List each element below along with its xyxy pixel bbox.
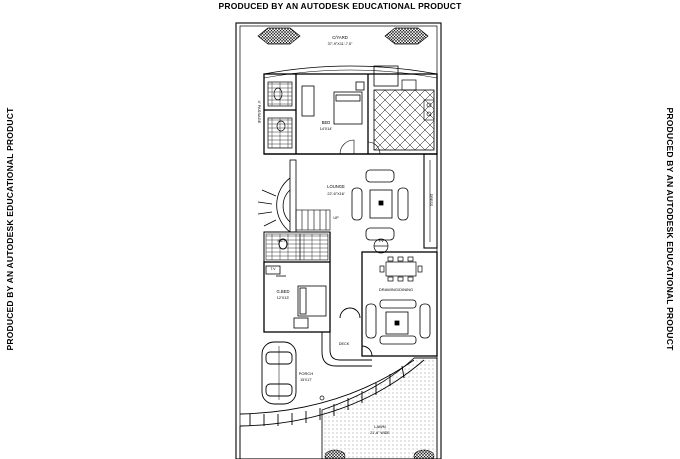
lounge-right-wall [423, 153, 438, 249]
kitchen-store [373, 65, 399, 87]
lawn [321, 357, 438, 459]
gbed-dim: 12'X13' [277, 296, 290, 300]
watermark-top: PRODUCED BY AN AUTODESK EDUCATIONAL PROD… [218, 1, 462, 11]
straight-stair [295, 209, 331, 231]
upper-bath [267, 81, 293, 149]
deck-curve [321, 307, 373, 367]
stove [423, 99, 435, 121]
porch-dim: 15'X17' [300, 378, 312, 382]
deck-label: DECK [339, 342, 350, 346]
dress-label: DRESS [429, 194, 433, 207]
porch-label: PORCH [299, 371, 314, 376]
tv-label-lounge: T.V [378, 239, 384, 243]
cyard-dim: 37'-9"X11'-7.5" [328, 42, 353, 46]
upper-doors [339, 139, 381, 155]
lawn-label: LAWN [374, 424, 386, 429]
lower-bath [263, 231, 331, 263]
lounge-label: LOUNGE [327, 184, 345, 189]
gbed-label: G.BED [276, 289, 289, 294]
lounge-tv [373, 238, 389, 254]
guest-bed-walls [263, 232, 331, 333]
drawing-label: DRAWING/DINING [379, 287, 413, 292]
courtyard-curve-inner [263, 69, 438, 79]
sink [401, 79, 417, 91]
bed-label: BED [322, 120, 331, 125]
tv-label-gbed: T.V [270, 267, 276, 271]
lawn-dim: 21'-6" WIDE [370, 431, 390, 435]
courtyard-shrubs [257, 27, 429, 45]
porch-light [319, 395, 325, 401]
up-label: UP [333, 216, 339, 220]
cyard-label: C/YARD [332, 35, 348, 40]
bath-label: BATH [277, 239, 287, 243]
passage-label: 4' PASSAGE [257, 101, 262, 124]
bed-dim: 14'X14' [320, 127, 333, 131]
spiral-stair [257, 159, 297, 233]
guest-bed-furniture [265, 265, 327, 329]
dining-table [379, 256, 423, 282]
drawing-walls [361, 251, 438, 357]
lounge-sofa-set [351, 169, 409, 241]
courtyard-curve [263, 65, 438, 75]
driveway-border [239, 359, 425, 459]
lounge-dim: 22'-6"X16' [327, 192, 344, 196]
bed-furniture [301, 81, 365, 125]
drawing-sofa-set [365, 299, 431, 345]
porch-car [261, 341, 297, 405]
